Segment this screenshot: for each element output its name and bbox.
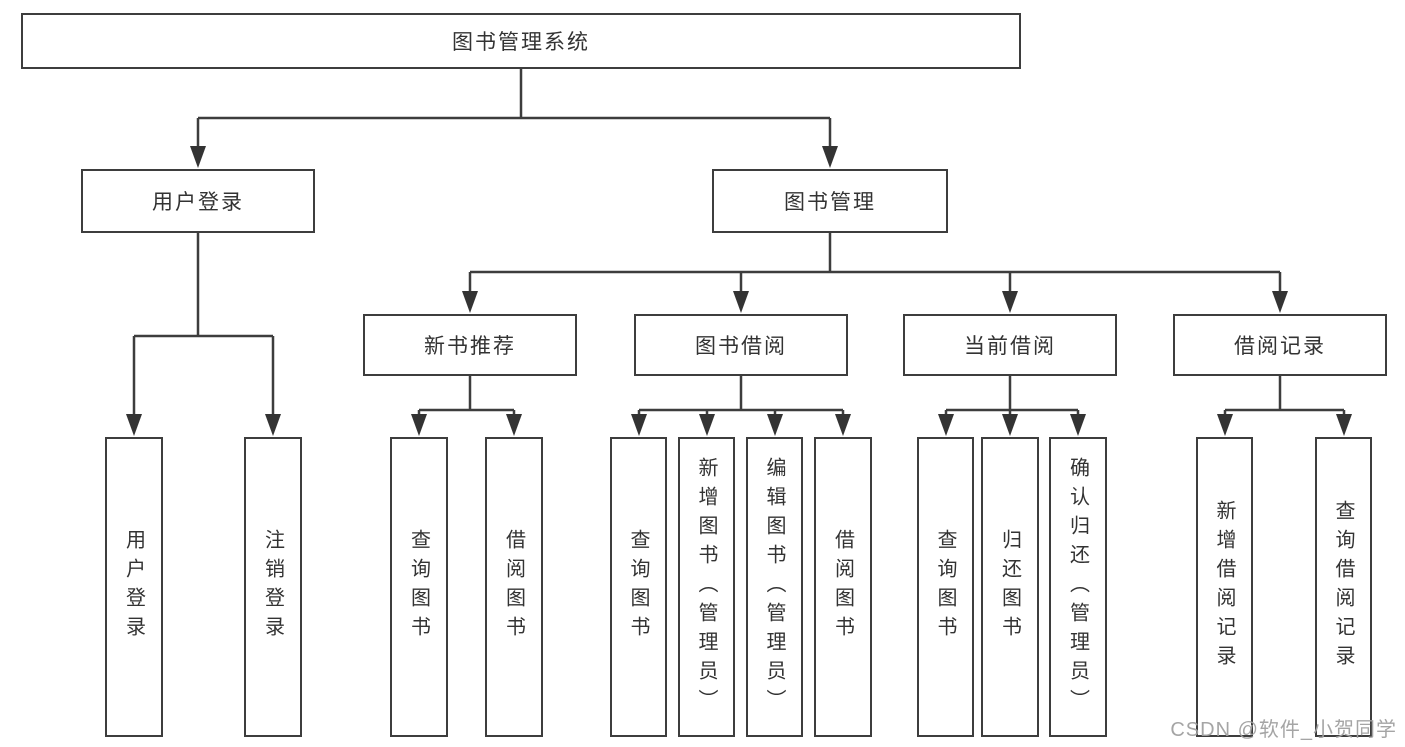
csdn-watermark: CSDN @软件_小贺同学 xyxy=(1170,719,1397,741)
leaf-logout: 注销登录 xyxy=(244,437,302,737)
node-book-management: 图书管理 xyxy=(712,169,948,233)
node-borrowing-records: 借阅记录 xyxy=(1173,314,1387,376)
leaf-borrow-books-recommend: 借阅图书 xyxy=(485,437,543,737)
leaf-user-login: 用户登录 xyxy=(105,437,163,737)
node-user-login: 用户登录 xyxy=(81,169,315,233)
node-current-borrowing: 当前借阅 xyxy=(903,314,1117,376)
leaf-query-books-recommend: 查询图书 xyxy=(390,437,448,737)
leaf-add-borrow-record: 新增借阅记录 xyxy=(1196,437,1253,737)
node-book-borrowing: 图书借阅 xyxy=(634,314,848,376)
node-library-management-system: 图书管理系统 xyxy=(21,13,1021,69)
leaf-edit-books-admin: 编辑图书（管理员） xyxy=(746,437,803,737)
node-new-book-recommendation: 新书推荐 xyxy=(363,314,577,376)
leaf-query-books-current: 查询图书 xyxy=(917,437,974,737)
leaf-query-books-borrow: 查询图书 xyxy=(610,437,667,737)
leaf-query-borrow-record: 查询借阅记录 xyxy=(1315,437,1372,737)
leaf-confirm-return-admin: 确认归还（管理员） xyxy=(1049,437,1107,737)
leaf-borrow-books: 借阅图书 xyxy=(814,437,872,737)
leaf-return-books: 归还图书 xyxy=(981,437,1039,737)
leaf-add-books-admin: 新增图书（管理员） xyxy=(678,437,735,737)
